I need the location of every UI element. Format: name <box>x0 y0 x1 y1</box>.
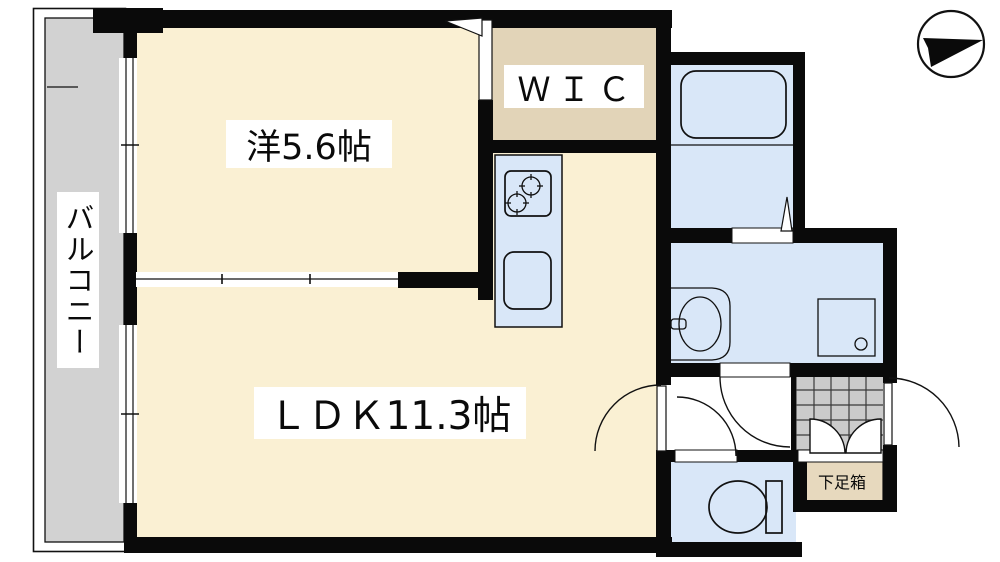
ldk-label: ＬＤＫ11.3帖 <box>254 387 526 439</box>
bathtub-icon <box>668 70 796 146</box>
kitchen-counter <box>494 154 563 328</box>
stove-icon <box>504 170 552 217</box>
ldk-window <box>119 325 139 503</box>
shoebox-label: 下足箱 <box>817 473 866 492</box>
bathroom-floor <box>668 58 798 236</box>
washroom-door <box>719 376 791 448</box>
sink-icon <box>503 251 552 310</box>
wash-basin-icon <box>670 287 731 361</box>
sliding-door-bedroom-ldk <box>136 272 398 287</box>
toilet-doorway <box>674 449 738 463</box>
entrance-door <box>883 377 960 448</box>
toilet-door <box>676 396 737 457</box>
north-arrow-icon <box>916 9 986 79</box>
walls <box>93 8 897 557</box>
wic-label: ＷＩＣ <box>504 65 644 109</box>
toilet-icon <box>708 480 783 534</box>
washing-machine-pan-icon <box>817 298 876 357</box>
washroom-doorway <box>719 362 791 378</box>
bedroom-window <box>119 58 139 233</box>
washroom-floor <box>668 240 888 367</box>
bath-door <box>780 196 793 232</box>
toilet-floor <box>668 456 796 546</box>
shoe-cabinet-doors <box>809 418 882 454</box>
wic-door <box>444 17 493 101</box>
balcony-label: バルコニー <box>57 192 99 368</box>
bedroom-label: 洋5.6帖 <box>226 120 392 168</box>
ldk-hall-door <box>594 384 667 452</box>
bathroom-doorway <box>731 227 794 244</box>
